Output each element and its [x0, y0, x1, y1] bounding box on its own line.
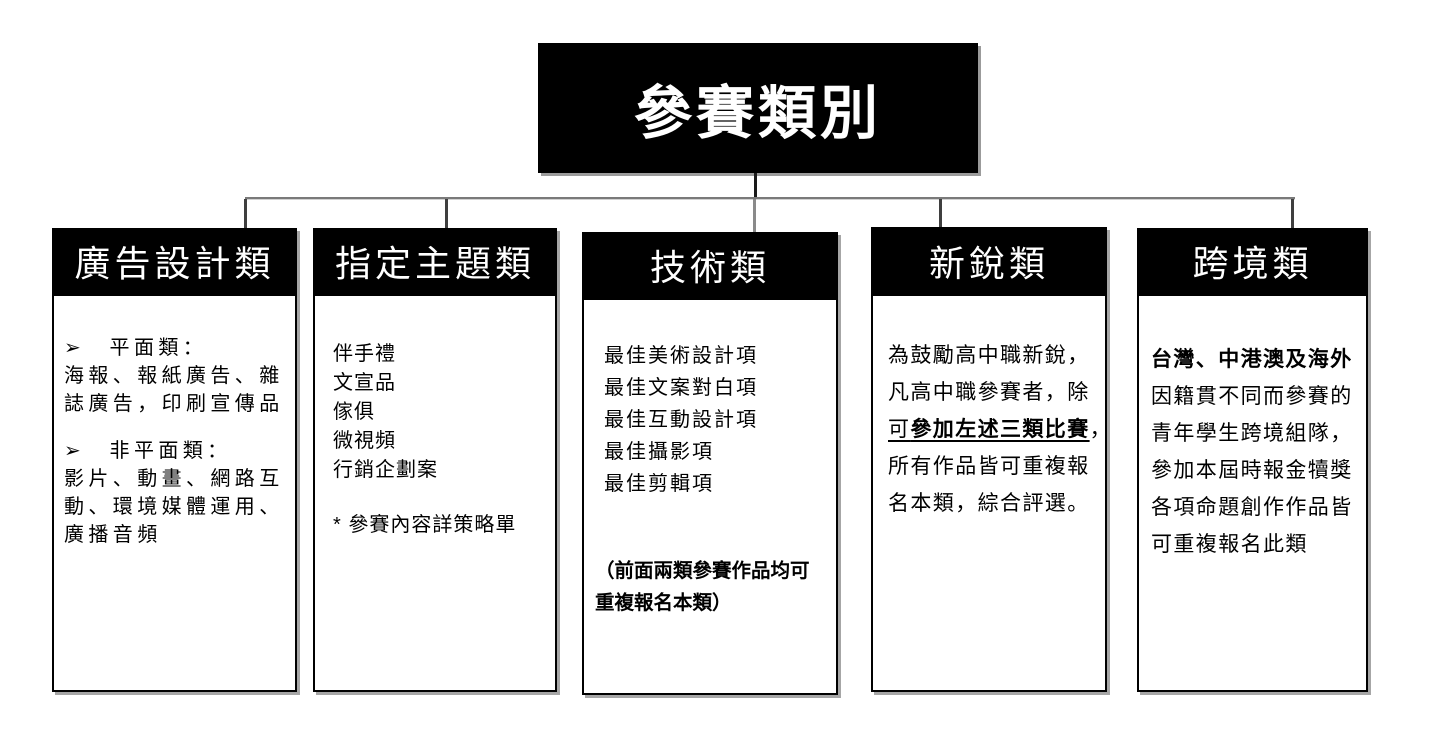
text-segment: * 參賽內容詳策略單 [333, 514, 517, 536]
category-body-rookie: 為鼓勵高中職新銳，凡高中職參賽者，除可參加左述三類比賽，所有作品皆可重複報名本類… [871, 294, 1111, 692]
body-line: ➢ 非平面類： [64, 437, 289, 465]
title-box: 參賽類別 [538, 43, 978, 173]
body-line: * 參賽內容詳策略單 [333, 511, 545, 540]
text-segment: 傢俱 [333, 401, 375, 423]
connector-drop-cross-border [1291, 199, 1294, 229]
text-segment: 文宣品 [333, 372, 396, 394]
body-line: 行銷企劃案 [333, 456, 545, 485]
text-segment: 可重複報名此類 [1151, 533, 1308, 556]
body-spacer [64, 418, 289, 437]
text-segment: 可 [888, 418, 911, 441]
text-segment: 各項命題創作作品皆 [1151, 496, 1353, 519]
body-line: 文宣品 [333, 369, 545, 398]
text-segment: 伴手禮 [333, 343, 396, 365]
connector-drop-technical [753, 199, 756, 233]
text-segment: 重複報名本類） [595, 592, 732, 614]
category-header-assigned-theme: 指定主題類 [313, 228, 557, 294]
text-segment: ， [1089, 418, 1113, 441]
text-segment: 為鼓勵高中職新銳， [888, 344, 1090, 367]
text-segment: 因籍貫不同而參賽的 [1151, 385, 1353, 408]
text-segment: 所有作品皆可重複報 [888, 455, 1090, 478]
body-line: 為鼓勵高中職新銳， [888, 337, 1097, 374]
text-segment: 影片、動畫、網路互 [64, 468, 284, 490]
category-box-technical: 技術類 最佳美術設計項最佳文案對白項最佳互動設計項最佳攝影項最佳剪輯項 （前面兩類… [582, 232, 838, 695]
body-line: 最佳互動設計項 [595, 404, 830, 436]
body-line: 伴手禮 [333, 340, 545, 369]
category-body-assigned-theme: 伴手禮文宣品傢俱微視頻行銷企劃案 * 參賽內容詳策略單 [313, 294, 557, 692]
body-line: 傢俱 [333, 398, 545, 427]
connector-drop-ad-design [244, 199, 247, 229]
category-header-cross-border: 跨境類 [1137, 228, 1368, 294]
category-header-ad-design: 廣告設計類 [52, 228, 297, 294]
body-line: 最佳攝影項 [595, 436, 830, 468]
page-title: 參賽類別 [633, 81, 882, 146]
category-header-technical: 技術類 [582, 232, 838, 298]
text-segment: 凡高中職參賽者，除 [888, 381, 1090, 404]
text-segment: 誌廣告，印刷宣傳品 [64, 393, 284, 415]
body-note-line: 重複報名本類） [595, 587, 830, 619]
text-segment: 參加左述三類比賽 [910, 418, 1090, 441]
text-segment: 最佳剪輯項 [604, 473, 714, 495]
category-body-ad-design: ➢ 平面類： 海報、報紙廣告、雜誌廣告，印刷宣傳品 ➢ 非平面類： 影片、動畫、網路互… [52, 294, 297, 692]
body-line: 各項命題創作作品皆 [1151, 489, 1360, 526]
text-segment: 廣播音頻 [64, 524, 162, 546]
body-line: 影片、動畫、網路互 [64, 465, 289, 493]
category-box-cross-border: 跨境類 台灣、中港澳及海外因籍貫不同而參賽的青年學生跨境組隊， 參加本屆時報金犢獎… [1137, 228, 1368, 692]
body-line: 可參加左述三類比賽， [888, 411, 1111, 448]
body-line: 微視頻 [333, 427, 545, 456]
body-spacer [333, 485, 545, 511]
body-note-line: （前面兩類參賽作品均可 [595, 555, 830, 587]
text-segment: 台灣、中港澳及海外 [1151, 348, 1353, 371]
body-line: 青年學生跨境組隊， [1151, 415, 1360, 452]
body-line: 最佳美術設計項 [595, 340, 830, 372]
text-segment: 最佳文案對白項 [604, 377, 758, 399]
text-segment: 最佳互動設計項 [604, 409, 758, 431]
connector-drop-assigned-theme [445, 199, 448, 229]
text-segment: 最佳美術設計項 [604, 345, 758, 367]
body-spacer [595, 500, 830, 555]
body-line: ➢ 平面類： [64, 334, 289, 362]
body-line: 海報、報紙廣告、雜 [64, 362, 289, 390]
body-line: 參加本屆時報金犢獎 [1151, 452, 1360, 489]
body-line: 誌廣告，印刷宣傳品 [64, 390, 289, 418]
body-line: 廣播音頻 [64, 521, 289, 549]
text-segment: 微視頻 [333, 430, 396, 452]
body-line: 因籍貫不同而參賽的 [1151, 378, 1360, 415]
connector-title-stem [754, 173, 757, 199]
category-body-technical: 最佳美術設計項最佳文案對白項最佳互動設計項最佳攝影項最佳剪輯項 （前面兩類參賽作品… [582, 298, 838, 695]
body-line: 名本類，綜合評選。 [888, 485, 1097, 522]
body-line: 台灣、中港澳及海外 [1151, 341, 1360, 378]
category-box-ad-design: 廣告設計類 ➢ 平面類： 海報、報紙廣告、雜誌廣告，印刷宣傳品 ➢ 非平面類： 影片、… [52, 228, 297, 692]
connector-drop-rookie [939, 199, 942, 228]
text-segment: 參加本屆時報金犢獎 [1151, 459, 1353, 482]
text-segment: ➢ 平面類： [64, 337, 208, 359]
text-segment: 行銷企劃案 [333, 459, 438, 481]
text-segment: 名本類，綜合評選。 [888, 492, 1090, 515]
text-segment: 動、環境媒體運用、 [64, 496, 284, 518]
text-segment: 青年學生跨境組隊， [1151, 422, 1353, 445]
text-segment: 最佳攝影項 [604, 441, 714, 463]
category-header-rookie: 新銳類 [871, 227, 1107, 294]
connector-horizontal-line [245, 197, 1295, 199]
text-segment: （前面兩類參賽作品均可 [595, 560, 810, 582]
category-body-cross-border: 台灣、中港澳及海外因籍貫不同而參賽的青年學生跨境組隊， 參加本屆時報金犢獎各項命題… [1137, 294, 1368, 692]
category-box-rookie: 新銳類 為鼓勵高中職新銳，凡高中職參賽者，除可參加左述三類比賽，所有作品皆可重複… [871, 227, 1111, 692]
body-line: 最佳文案對白項 [595, 372, 830, 404]
body-line: 所有作品皆可重複報 [888, 448, 1097, 485]
body-line: 最佳剪輯項 [595, 468, 830, 500]
category-box-assigned-theme: 指定主題類 伴手禮文宣品傢俱微視頻行銷企劃案 * 參賽內容詳策略單 [313, 228, 557, 692]
body-line: 凡高中職參賽者，除 [888, 374, 1097, 411]
text-segment: 海報、報紙廣告、雜 [64, 365, 284, 387]
text-segment: ➢ 非平面類： [64, 440, 232, 462]
body-line: 動、環境媒體運用、 [64, 493, 289, 521]
body-line: 可重複報名此類 [1151, 526, 1360, 563]
